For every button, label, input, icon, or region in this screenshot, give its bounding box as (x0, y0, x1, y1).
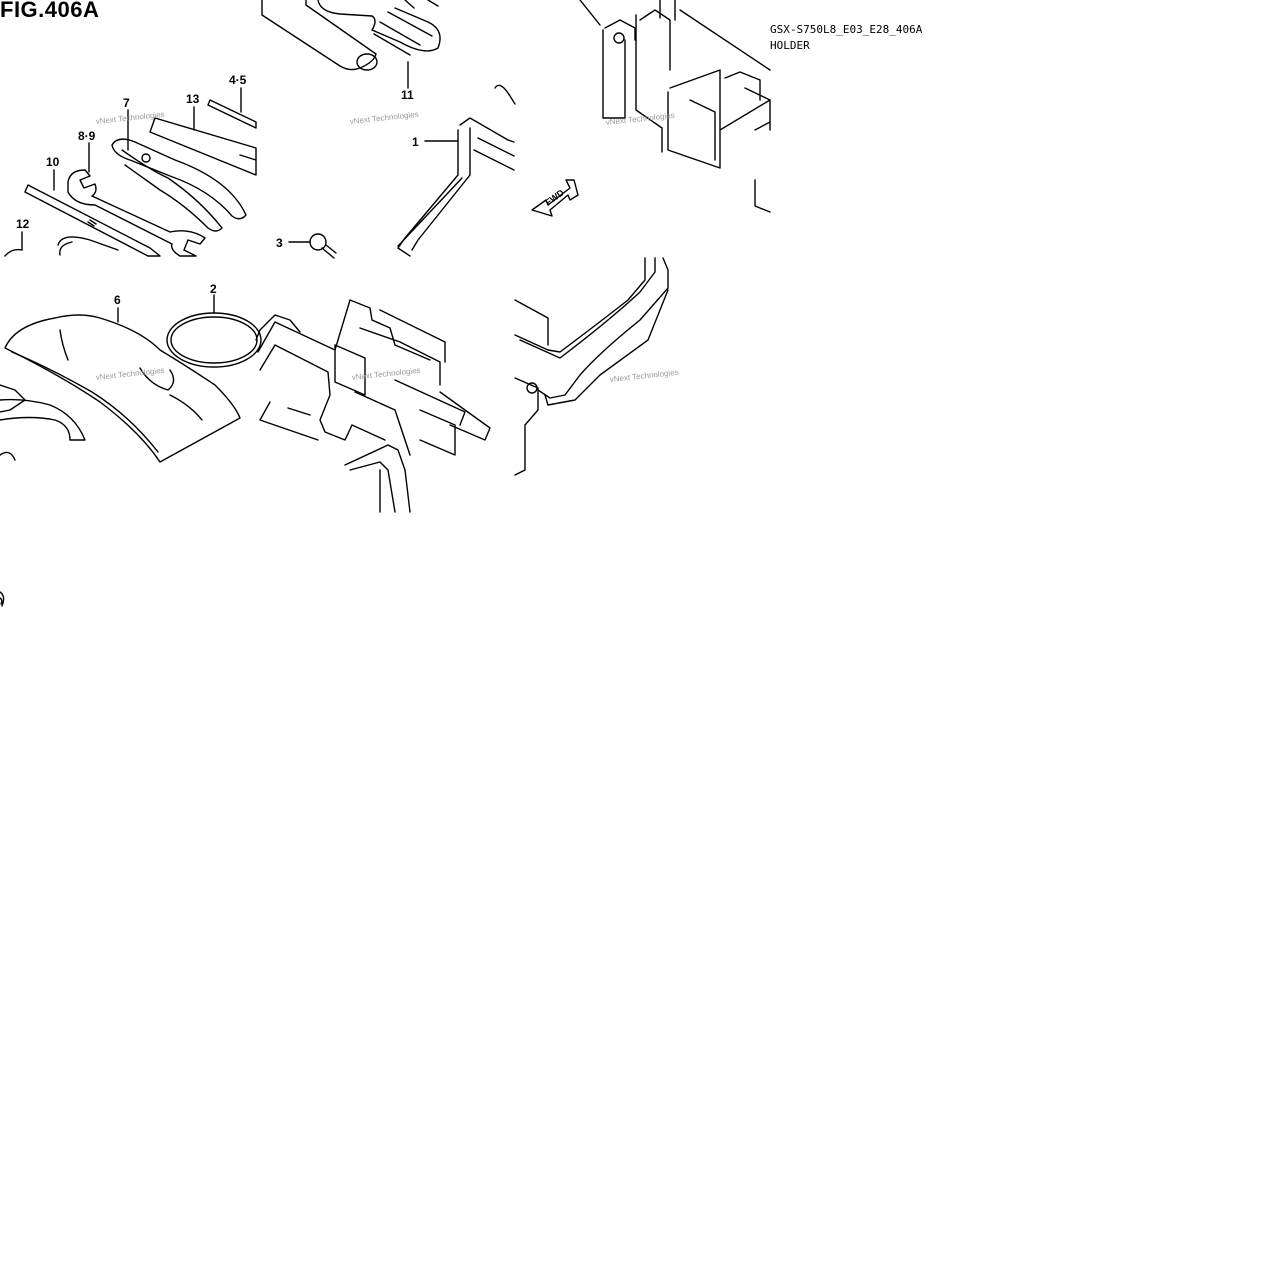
callout-4-5: 4·5 (229, 73, 247, 87)
watermark: vNext Technologies (95, 110, 165, 126)
watermark: vNext Technologies (95, 366, 165, 382)
callout-2: 2 (210, 282, 217, 296)
callout-3: 3 (276, 236, 283, 250)
holder-side-drawing (514, 257, 669, 476)
callout-8-9: 8·9 (78, 129, 96, 143)
watermark: vNext Technologies (351, 366, 421, 382)
tool-kit-drawing (4, 87, 257, 257)
callout-10: 10 (46, 155, 60, 169)
callout-7: 7 (123, 96, 130, 110)
callout-labels: 1 2 3 4·5 6 7 8·9 10 11 12 13 (16, 73, 419, 307)
watermark: vNext Technologies (609, 368, 679, 384)
callout-12: 12 (16, 217, 30, 231)
holder-tray-drawing (255, 299, 491, 513)
figure-name: HOLDER (770, 39, 810, 52)
figure-code: GSX-S750L8_E03_E28_406A (770, 23, 923, 36)
callout-11: 11 (401, 88, 414, 102)
figure-title: FIG.406A (0, 0, 100, 22)
callout-13: 13 (186, 92, 200, 106)
holder-top-drawing (579, 0, 771, 213)
figure-caption: GSX-S750L8_E03_E28_406A HOLDER (770, 22, 922, 54)
screwdriver-frame-drawing (261, 0, 516, 259)
callout-1: 1 (412, 135, 419, 149)
fwd-arrow-icon (531, 179, 579, 217)
callout-6: 6 (114, 293, 121, 307)
cover-ring-drawing (0, 294, 262, 607)
watermarks: vNext Technologies vNext Technologies vN… (95, 110, 679, 384)
watermark: vNext Technologies (349, 110, 419, 126)
